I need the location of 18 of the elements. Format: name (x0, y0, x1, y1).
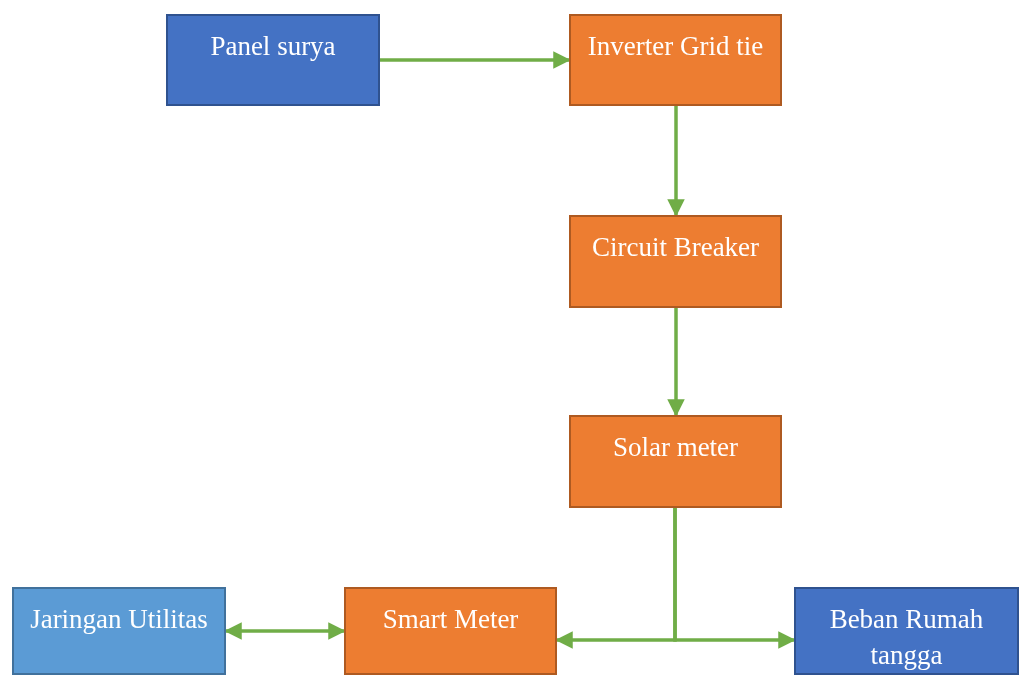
arrow (673, 508, 796, 649)
box-label: Inverter Grid tie (587, 30, 764, 63)
process-box (166, 14, 380, 106)
arrow (380, 51, 571, 69)
process-box (569, 14, 782, 106)
process-box (569, 215, 782, 308)
box-label: Circuit Breaker (591, 231, 760, 264)
arrow (667, 106, 685, 217)
process-box (794, 587, 1019, 675)
box-label: Beban Rumah tangga (828, 603, 985, 672)
process-box (12, 587, 226, 675)
arrow (667, 308, 685, 417)
process-box (569, 415, 782, 508)
box-label: Smart Meter (382, 603, 519, 636)
box-label: Jaringan Utilitas (30, 603, 208, 636)
box-label: Solar meter (612, 431, 739, 464)
process-box (344, 587, 557, 675)
box-label: Panel surya (210, 30, 336, 63)
